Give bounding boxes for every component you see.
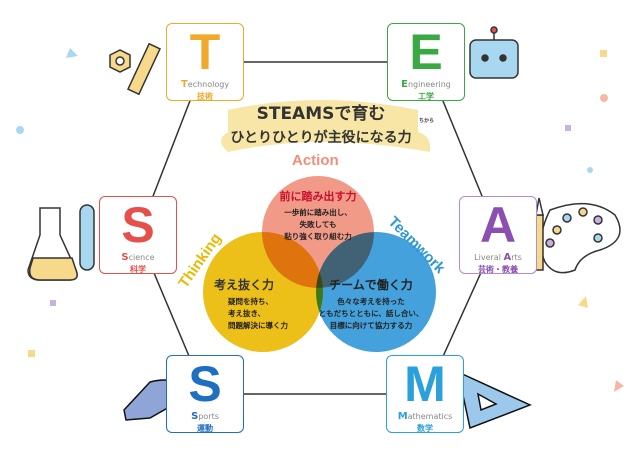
desc-line: 考え抜き、 (228, 309, 265, 318)
action-text: 前に踏み出す力 一歩前に踏み出し、失敗しても粘り強く取り組む力 (258, 188, 378, 243)
ja-label: 技術 (197, 92, 213, 101)
desc-line: 目標に向けて協力する力 (329, 321, 413, 330)
desc-line: 一歩前に踏み出し、 (284, 208, 352, 217)
box-sports: S Sports 運動 (166, 355, 244, 433)
teamwork-circle (316, 232, 436, 352)
desc-line: 問題解決に導く力 (228, 321, 288, 330)
desc-line: ともだちとともに、話し合い、 (318, 309, 424, 318)
ja-label: 科学 (130, 265, 146, 274)
en-initial: M (397, 411, 408, 422)
palette-icon (535, 197, 621, 274)
ja-label: 芸術・教養 (478, 265, 518, 274)
ja-label: 運動 (197, 424, 213, 433)
thinking-heading: 考え抜く力 (214, 278, 275, 292)
en-rest: ports (198, 412, 219, 421)
box-science: S Science 科学 (99, 196, 177, 274)
box-mathematics: M Mathematics 数学 (386, 355, 464, 433)
letter: A (479, 197, 517, 253)
en-rest: cience (128, 253, 155, 262)
desc-line: 色々な考えを持った (337, 297, 405, 306)
en-initial: S (191, 411, 199, 422)
teamwork-text: チームで働く力 色々な考えを持ったともだちとともに、話し合い、目標に向けて協力す… (306, 276, 436, 332)
en-initial: E (401, 79, 408, 90)
set-square-icon (456, 370, 532, 430)
flask-icon (27, 204, 95, 281)
title-line-1: STEAMSで育む (256, 104, 386, 124)
en-prefix: Liveral (474, 253, 504, 262)
ja-label: 数学 (417, 424, 433, 433)
letter: E (409, 24, 443, 80)
en-rest: echnology (187, 80, 230, 89)
thinking-circle (203, 232, 323, 352)
ja-label: 工学 (418, 92, 434, 101)
en-initial: T (180, 79, 188, 90)
teamwork-heading: チームで働く力 (329, 278, 413, 292)
en-rest: ngineering (407, 80, 451, 89)
desc-line: 失敗しても (299, 220, 337, 229)
robot-icon (469, 26, 519, 79)
title-ruby: ちから (418, 118, 434, 124)
title-banner (221, 100, 431, 152)
title-block: STEAMSで育む ひとりひとりが主役になる力 ちから (216, 104, 434, 147)
letter: M (404, 356, 446, 412)
letter: T (189, 24, 221, 80)
desc-line: 粘り強く取り組む力 (284, 232, 352, 241)
letter: S (188, 356, 222, 412)
thinking-text: 考え抜く力 疑問を持ち、考え抜き、問題解決に導く力 (214, 276, 288, 332)
action-label: Action (292, 152, 339, 169)
box-engineering: E Engineering 工学 (387, 23, 465, 101)
en-initial: A (503, 252, 512, 263)
box-liberal-arts: A Liveral Arts 芸術・教養 (459, 196, 537, 274)
action-heading: 前に踏み出す力 (279, 190, 357, 203)
en-initial: S (121, 252, 129, 263)
letter: S (121, 197, 155, 253)
title-line-2: ひとりひとりが主役になる力 (230, 130, 412, 146)
box-technology: T Technology 技術 (166, 23, 244, 101)
venn-circles (203, 176, 436, 352)
confetti-decoration (16, 48, 624, 392)
en-rest: athematics (407, 412, 453, 421)
desc-line: 疑問を持ち、 (228, 297, 273, 306)
bolt-nut-icon (109, 42, 161, 96)
en-rest: rts (511, 253, 522, 262)
